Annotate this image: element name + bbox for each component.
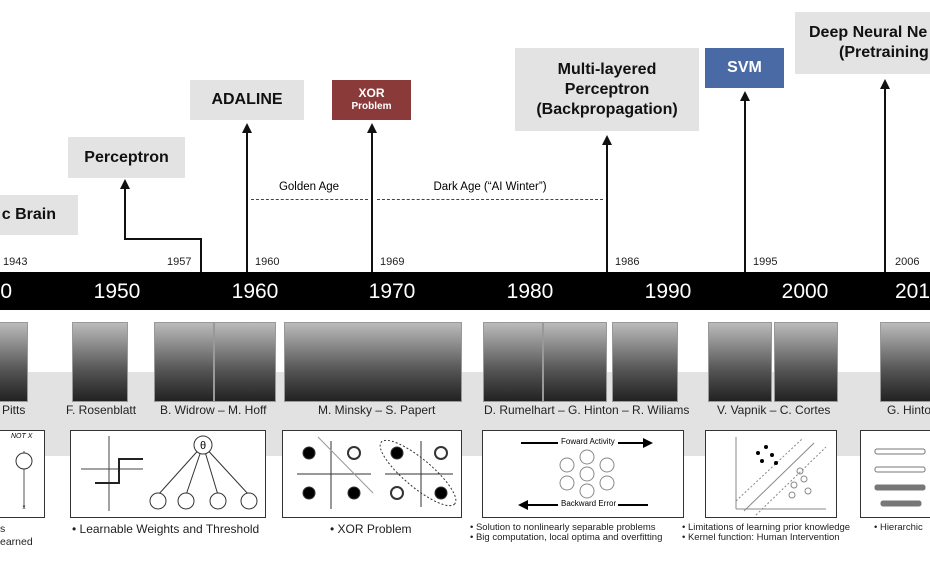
dark-age-label: Dark Age (“AI Winter”) — [433, 181, 547, 193]
person-name: Pitts — [2, 403, 26, 417]
diagram-perceptron: θ — [70, 430, 266, 518]
arrow-1960 — [246, 130, 248, 272]
year-label: 1957 — [167, 256, 192, 268]
caption: • Big computation, local optima and over… — [470, 532, 663, 543]
neuron-diagram: x — [15, 451, 33, 511]
arrow-1969 — [371, 130, 373, 272]
decade-label: 1950 — [93, 280, 141, 303]
caption: s — [0, 523, 6, 535]
arrowhead-icon — [242, 123, 252, 133]
arrow-1957 — [200, 239, 202, 272]
year-label: 1969 — [380, 256, 405, 268]
arrowhead-icon — [120, 179, 130, 189]
svg-text:x: x — [23, 505, 26, 511]
portrait-photo — [774, 322, 838, 402]
decade-label: 1960 — [231, 280, 279, 303]
decade-label: 0 — [0, 280, 12, 303]
caption: • XOR Problem — [330, 522, 412, 536]
forward-activity-label: Foward Activity — [561, 437, 615, 446]
milestone-electronic-brain: c Brain — [0, 195, 78, 235]
decade-label: 2000 — [781, 280, 829, 303]
milestone-svm: SVM — [705, 48, 784, 88]
caption: earned — [0, 536, 33, 548]
golden-age-span — [251, 199, 368, 200]
portrait-photo — [154, 322, 214, 402]
caption: • Hierarchic — [874, 522, 923, 533]
portrait-photo — [543, 322, 607, 402]
milestone-label: XOR — [358, 86, 385, 100]
arrow-1957-up — [124, 186, 126, 240]
dark-age-span — [377, 199, 603, 200]
backward-error-label: Backward Error — [561, 499, 617, 508]
decade-label: 1990 — [644, 280, 692, 303]
person-name: F. Rosenblatt — [66, 403, 137, 417]
portrait-photo — [483, 322, 543, 402]
mlp-diagram — [518, 438, 653, 510]
diagram-xor — [282, 430, 462, 518]
xor-diagram — [297, 436, 457, 509]
portrait-photo — [612, 322, 678, 402]
arrow-1986 — [606, 142, 608, 272]
milestone-label: SVM — [727, 59, 762, 76]
person-name: D. Rumelhart – G. Hinton – R. Wiliams — [484, 403, 690, 417]
svm-diagram — [735, 437, 827, 516]
year-label: 1995 — [753, 256, 778, 268]
milestone-label: (Pretraining — [839, 44, 929, 61]
caption: • Kernel function: Human Intervention — [682, 532, 840, 543]
milestone-label: ADALINE — [211, 91, 283, 108]
milestone-adaline: ADALINE — [190, 80, 304, 120]
caption: • Limitations of learning prior knowledg… — [682, 522, 851, 533]
portrait-photo — [284, 322, 462, 402]
golden-age-label: Golden Age — [278, 181, 340, 193]
theta-label: θ — [200, 440, 206, 452]
caption: • Solution to nonlinearly separable prob… — [470, 522, 656, 533]
arrow-1995 — [744, 98, 746, 272]
portrait-photo — [72, 322, 128, 402]
timeline-bar — [0, 272, 930, 310]
diagram-dbn — [860, 430, 930, 518]
arrowhead-icon — [880, 79, 890, 89]
dbn-diagram — [874, 448, 926, 507]
person-name: G. Hinto — [887, 403, 930, 417]
year-label: 2006 — [895, 256, 920, 268]
diagram-svm — [705, 430, 837, 518]
diagram-not-gate: x NOT X — [0, 430, 45, 518]
decade-label: 201 — [895, 280, 930, 303]
portrait-photo — [880, 322, 930, 402]
decade-label: 1980 — [506, 280, 554, 303]
arrowhead-icon — [740, 91, 750, 101]
arrow-1957-elbow — [124, 238, 202, 240]
arrowhead-icon — [367, 123, 377, 133]
milestone-dnn: Deep Neural Ne (Pretraining — [795, 12, 930, 74]
milestone-perceptron: Perceptron — [68, 137, 185, 178]
person-name: M. Minsky – S. Papert — [318, 403, 436, 417]
person-name: B. Widrow – M. Hoff — [160, 403, 267, 417]
year-label: 1943 — [3, 256, 28, 268]
person-name: V. Vapnik – C. Cortes — [717, 403, 831, 417]
arrowhead-icon — [602, 135, 612, 145]
milestone-label: Perceptron — [564, 80, 650, 98]
milestone-label: Deep Neural Ne — [809, 24, 928, 41]
year-label: 1986 — [615, 256, 640, 268]
year-label: 1960 — [255, 256, 280, 268]
portrait-photo — [0, 322, 28, 402]
decade-label: 1970 — [368, 280, 416, 303]
perceptron-diagram: θ — [81, 435, 258, 511]
milestone-label: Perceptron — [84, 148, 169, 166]
portrait-photo — [214, 322, 276, 402]
diagram-backprop: Foward Activity Backward Error — [482, 430, 684, 518]
not-x-label: NOT X — [11, 433, 33, 440]
portrait-photo — [708, 322, 772, 402]
milestone-label: Problem — [351, 101, 392, 112]
milestone-label: Multi-layered — [557, 60, 657, 78]
arrow-2006 — [884, 86, 886, 272]
caption: • Learnable Weights and Threshold — [72, 522, 260, 536]
milestone-label: c Brain — [1, 206, 56, 223]
milestone-label: (Backpropagation) — [536, 100, 678, 118]
